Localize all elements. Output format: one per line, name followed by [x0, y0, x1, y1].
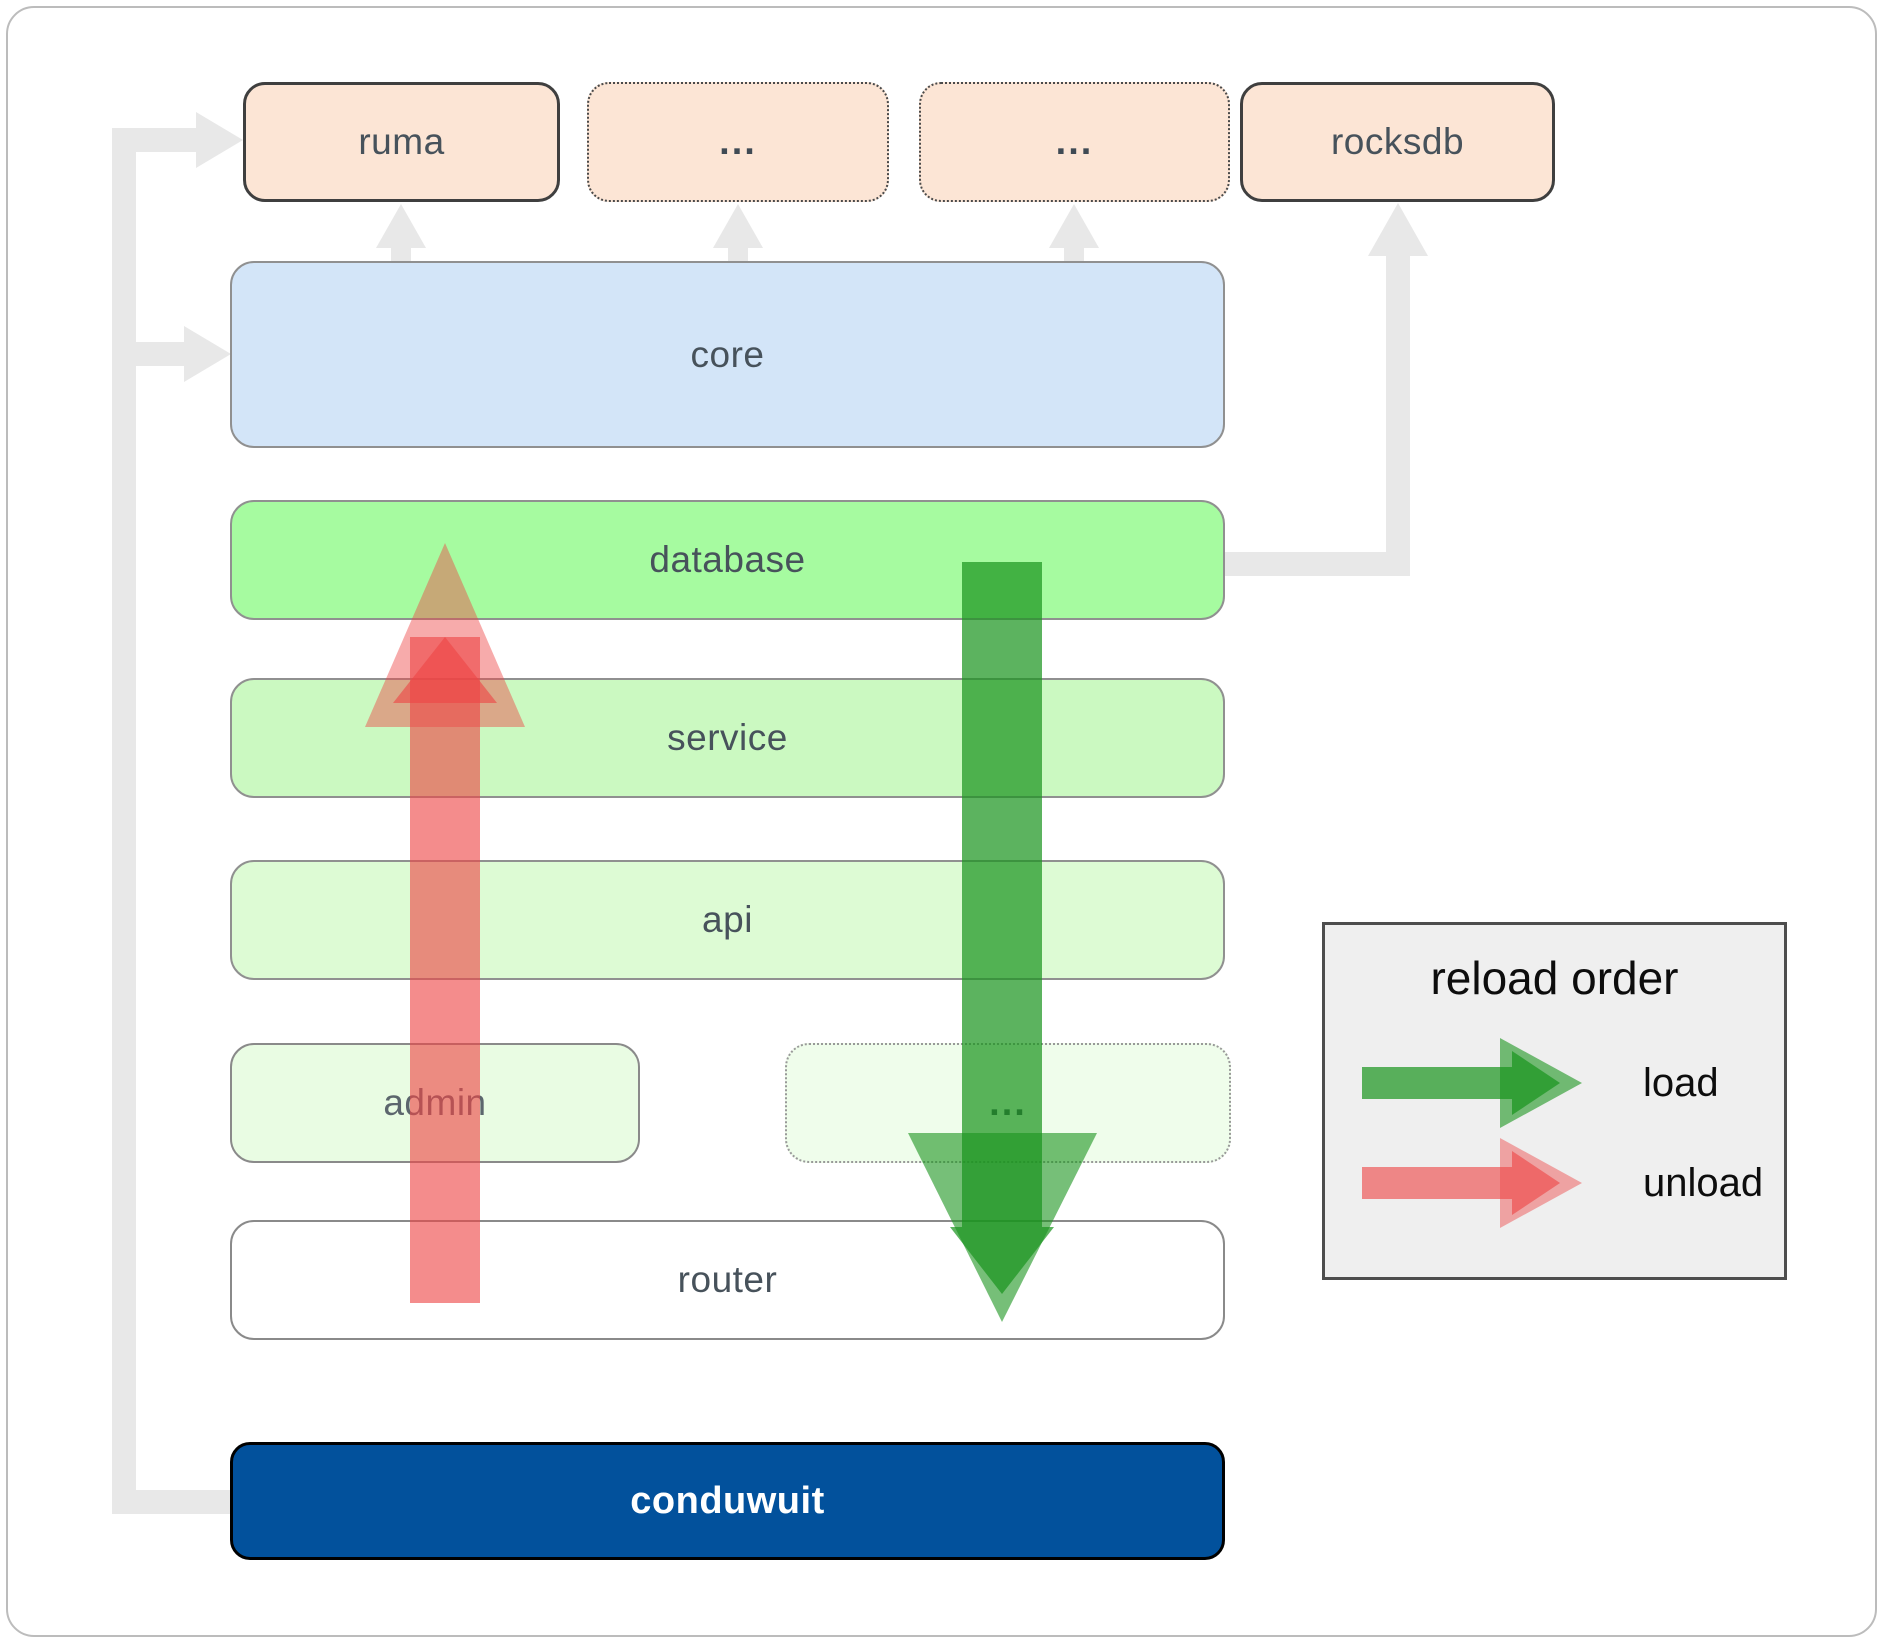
node-service: service — [230, 678, 1225, 798]
node-rocksdb: rocksdb — [1240, 82, 1555, 202]
node-rocksdb-label: rocksdb — [1330, 121, 1465, 162]
node-ellipsis-1: ... — [587, 82, 889, 202]
node-conduwuit-label: conduwuit — [630, 1479, 825, 1522]
legend-unload-label: unload — [1643, 1161, 1764, 1205]
node-ellipsis-2: ... — [919, 82, 1230, 202]
node-router: router — [230, 1220, 1225, 1340]
node-api-label: api — [702, 899, 753, 940]
legend-load-label: load — [1643, 1061, 1719, 1105]
node-database-label: database — [649, 539, 806, 580]
node-admin: admin — [230, 1043, 640, 1163]
node-admin-label: admin — [383, 1082, 487, 1123]
node-ruma-label: ruma — [358, 121, 445, 162]
node-ellipsis-2-label: ... — [1055, 120, 1094, 163]
node-core: core — [230, 261, 1225, 448]
legend-title: reload order — [1430, 952, 1679, 1004]
node-ellipsis-1-label: ... — [719, 120, 757, 163]
node-conduwuit: conduwuit — [230, 1442, 1225, 1560]
node-ellipsis-3-label: ... — [989, 1081, 1027, 1124]
node-ruma: ruma — [243, 82, 560, 202]
outer-border — [6, 6, 1877, 1637]
node-router-label: router — [677, 1259, 778, 1300]
node-service-label: service — [667, 717, 788, 758]
node-api: api — [230, 860, 1225, 980]
node-core-label: core — [690, 333, 765, 375]
node-ellipsis-3: ... — [785, 1043, 1231, 1163]
node-database: database — [230, 500, 1225, 620]
legend-reload-order: reload order load unload — [1322, 922, 1787, 1280]
